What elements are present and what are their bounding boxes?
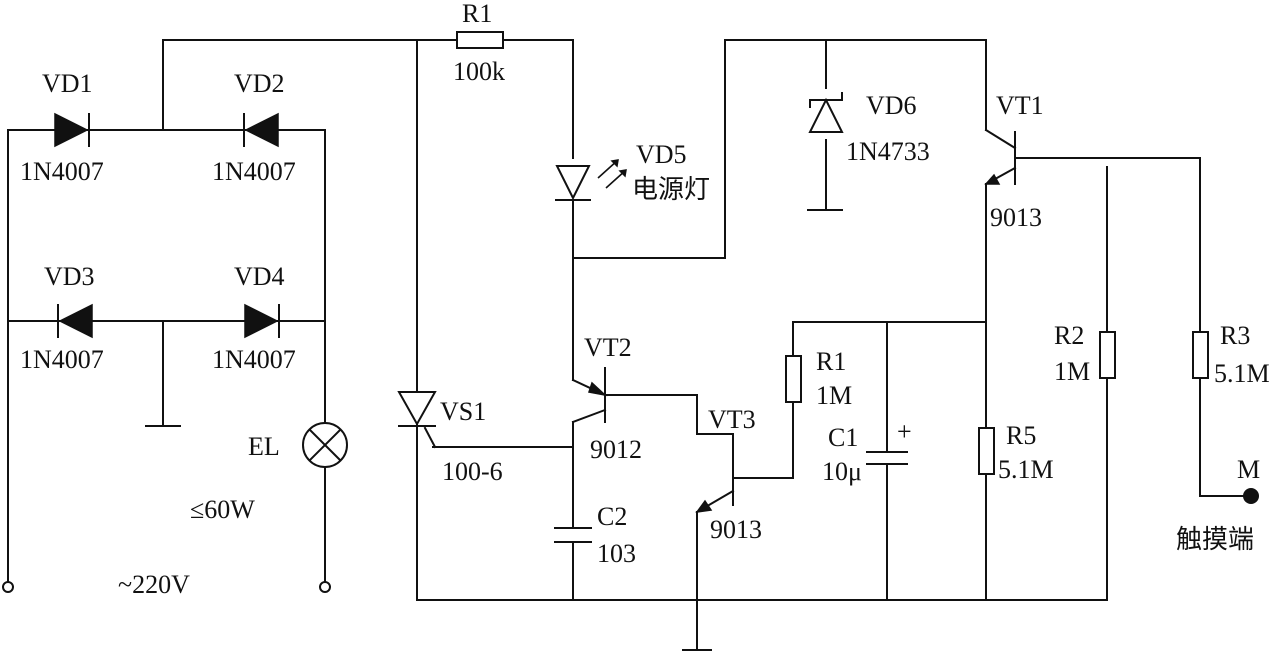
diode-vd3 <box>57 303 93 339</box>
label-touch-m: M <box>1237 455 1260 484</box>
capacitor-c1 <box>866 451 908 465</box>
label-touch: 触摸端 <box>1176 525 1254 554</box>
label-vs1-part: 100-6 <box>442 457 503 486</box>
resistor-r2 <box>1099 331 1116 379</box>
label-r1-top-value: 100k <box>453 57 505 86</box>
label-c1-plus: + <box>897 417 912 446</box>
label-vd6: VD6 <box>866 91 917 120</box>
diode-vd1 <box>54 112 90 148</box>
label-vd5: VD5 <box>636 140 687 169</box>
label-r3: R3 <box>1220 321 1250 350</box>
label-c1-value: 10μ <box>822 457 862 486</box>
label-vd2-part: 1N4007 <box>212 157 296 186</box>
diode-vd4 <box>244 303 280 339</box>
label-vd1: VD1 <box>42 69 93 98</box>
label-r1-top: R1 <box>462 0 492 28</box>
label-c1: C1 <box>828 423 858 452</box>
resistor-r1-mid <box>785 355 802 403</box>
label-r3-value: 5.1M <box>1214 359 1270 388</box>
labels: R1 100k VD1 1N4007 VD2 1N4007 VD3 1N4007… <box>20 0 1270 599</box>
resistor-r3 <box>1192 331 1209 379</box>
label-vd6-part: 1N4733 <box>846 137 930 166</box>
label-r5: R5 <box>1006 421 1036 450</box>
label-vd4: VD4 <box>234 262 285 291</box>
zener-vd6 <box>808 92 844 133</box>
label-vt2: VT2 <box>584 333 632 362</box>
capacitor-c2 <box>554 527 592 543</box>
label-vt1-part: 9013 <box>990 203 1042 232</box>
label-vt3-part: 9013 <box>710 515 762 544</box>
label-r1-mid-value: 1M <box>816 381 852 410</box>
label-vt3: VT3 <box>708 405 756 434</box>
touch-terminal-m <box>1243 488 1259 504</box>
label-vd4-part: 1N4007 <box>212 345 296 374</box>
label-vd1-part: 1N4007 <box>20 157 104 186</box>
label-vd2: VD2 <box>234 69 285 98</box>
label-c2: C2 <box>597 502 627 531</box>
resistor-r5 <box>978 427 995 475</box>
label-vs1: VS1 <box>440 397 486 426</box>
label-supply: ~220V <box>118 570 190 599</box>
label-vt2-part: 9012 <box>590 435 642 464</box>
transistor-vt1 <box>984 128 1017 186</box>
transistor-vt3 <box>695 433 735 514</box>
label-vd3-part: 1N4007 <box>20 345 104 374</box>
label-vd5-desc: 电源灯 <box>632 175 710 204</box>
label-r2: R2 <box>1054 321 1084 350</box>
thyristor-vs1 <box>397 391 437 449</box>
label-el: EL <box>248 432 280 461</box>
terminals <box>2 488 1259 593</box>
wires <box>7 39 1246 651</box>
label-r1-mid: R1 <box>816 347 846 376</box>
diode-vd2 <box>243 112 279 148</box>
label-vd3: VD3 <box>44 262 95 291</box>
label-r2-value: 1M <box>1054 357 1090 386</box>
lamp-el <box>302 422 348 468</box>
led-vd5 <box>555 159 627 201</box>
label-c2-value: 103 <box>597 539 636 568</box>
label-el-power: ≤60W <box>190 495 255 524</box>
label-vt1: VT1 <box>996 91 1044 120</box>
label-r5-value: 5.1M <box>998 455 1054 484</box>
resistor-r1-top <box>456 31 504 49</box>
transistor-vt2 <box>571 367 608 424</box>
